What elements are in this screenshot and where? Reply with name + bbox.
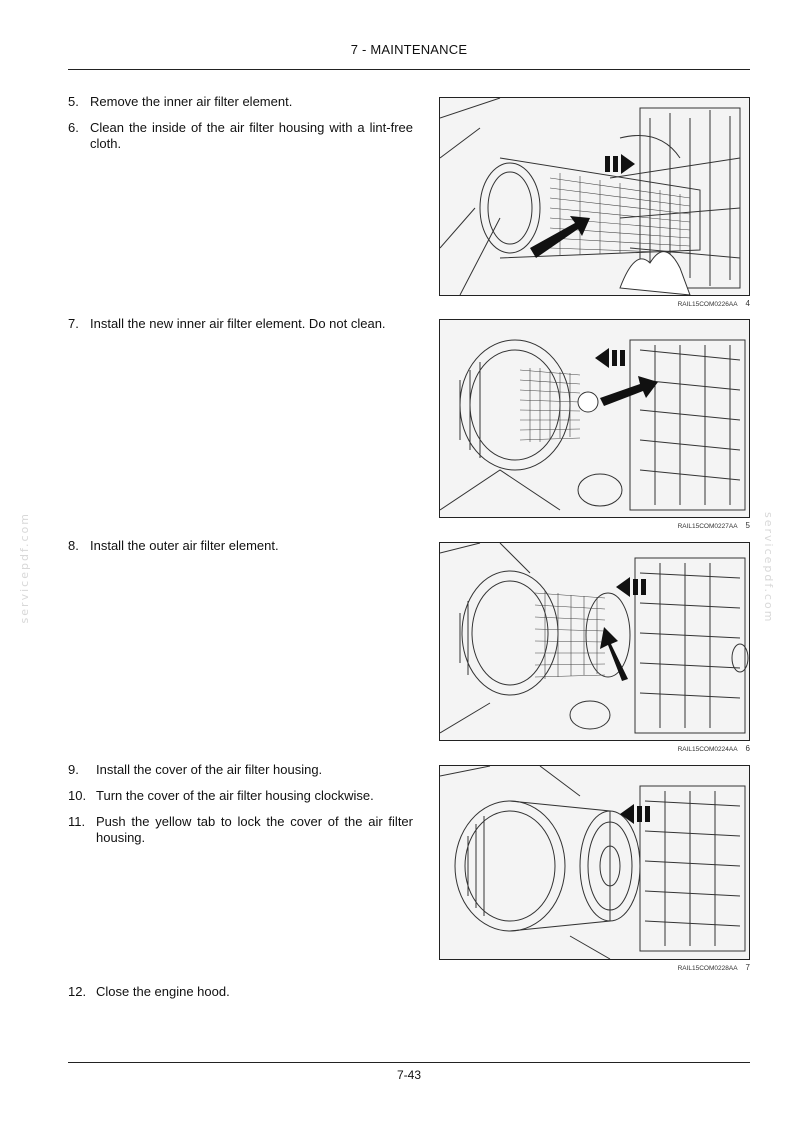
step-text: Push the yellow tab to lock the cover of…: [96, 814, 413, 845]
step-number: 12.: [68, 984, 87, 999]
figure-number: 5: [745, 521, 750, 530]
step-item: 7. Install the new inner air filter elem…: [68, 316, 413, 332]
figure-caption: RAIL15COM0227AA 5: [560, 521, 750, 530]
step-text: Close the engine hood.: [96, 984, 230, 999]
footer-rule: [68, 1062, 750, 1063]
step-group-2: 7. Install the new inner air filter elem…: [68, 316, 413, 342]
header-rule: [68, 69, 750, 70]
double-arrow-icon: [620, 804, 650, 824]
step-number: 9.: [68, 762, 79, 777]
step-item: 10. Turn the cover of the air filter hou…: [68, 788, 413, 804]
step-text: Remove the inner air filter element.: [90, 94, 293, 109]
figure-caption: RAIL15COM0226AA 4: [560, 299, 750, 308]
step-text: Turn the cover of the air filter housing…: [96, 788, 374, 803]
watermark-right: servicepdf.com: [762, 512, 775, 624]
step-text: Install the new inner air filter element…: [90, 316, 386, 331]
step-number: 10.: [68, 788, 87, 803]
figure-install-outer-filter: [439, 542, 750, 741]
step-number: 5.: [68, 94, 79, 109]
figure-number: 7: [745, 963, 750, 972]
figure-install-cover: [439, 765, 750, 960]
double-arrow-icon: [616, 577, 646, 597]
figure-number: 4: [745, 299, 750, 308]
arrow-icon: [530, 216, 590, 258]
figure-number: 6: [745, 744, 750, 753]
figure-remove-inner-filter: [439, 97, 750, 296]
step-item: 5. Remove the inner air filter element.: [68, 94, 413, 110]
double-arrow-icon: [595, 348, 625, 368]
step-group-3: 8. Install the outer air filter element.: [68, 538, 413, 564]
engine-illustration: [440, 339, 746, 511]
step-group-4: 9. Install the cover of the air filter h…: [68, 762, 413, 856]
figure-caption: RAIL15COM0228AA 7: [560, 963, 750, 972]
arrow-icon: [600, 627, 628, 681]
engine-illustration: [440, 98, 741, 295]
step-item: 8. Install the outer air filter element.: [68, 538, 413, 554]
step-number: 11.: [68, 814, 86, 829]
step-number: 8.: [68, 538, 79, 553]
step-item: 12. Close the engine hood.: [68, 984, 413, 1000]
figure-code: RAIL15COM0228AA: [677, 965, 738, 972]
step-number: 6.: [68, 120, 79, 135]
step-item: 11. Push the yellow tab to lock the cove…: [68, 814, 413, 846]
step-group-1: 5. Remove the inner air filter element. …: [68, 94, 413, 162]
arrow-icon: [600, 376, 658, 406]
step-text: Clean the inside of the air filter housi…: [90, 120, 413, 151]
step-item: 9. Install the cover of the air filter h…: [68, 762, 413, 778]
watermark-left: servicepdf.com: [18, 512, 31, 624]
engine-illustration: [440, 543, 749, 734]
step-text: Install the cover of the air filter hous…: [96, 762, 323, 777]
figure-code: RAIL15COM0224AA: [677, 746, 738, 753]
page-number: 7-43: [396, 1068, 422, 1082]
page-header: 7 - MAINTENANCE: [350, 42, 468, 57]
step-text: Install the outer air filter element.: [90, 538, 279, 553]
engine-illustration: [440, 766, 746, 959]
step-number: 7.: [68, 316, 79, 331]
figure-code: RAIL15COM0226AA: [677, 301, 738, 308]
figure-code: RAIL15COM0227AA: [677, 523, 738, 530]
step-group-5: 12. Close the engine hood.: [68, 984, 413, 1010]
figure-install-inner-filter: [439, 319, 750, 518]
figure-caption: RAIL15COM0224AA 6: [560, 744, 750, 753]
step-item: 6. Clean the inside of the air filter ho…: [68, 120, 413, 152]
double-arrow-icon: [605, 154, 635, 174]
